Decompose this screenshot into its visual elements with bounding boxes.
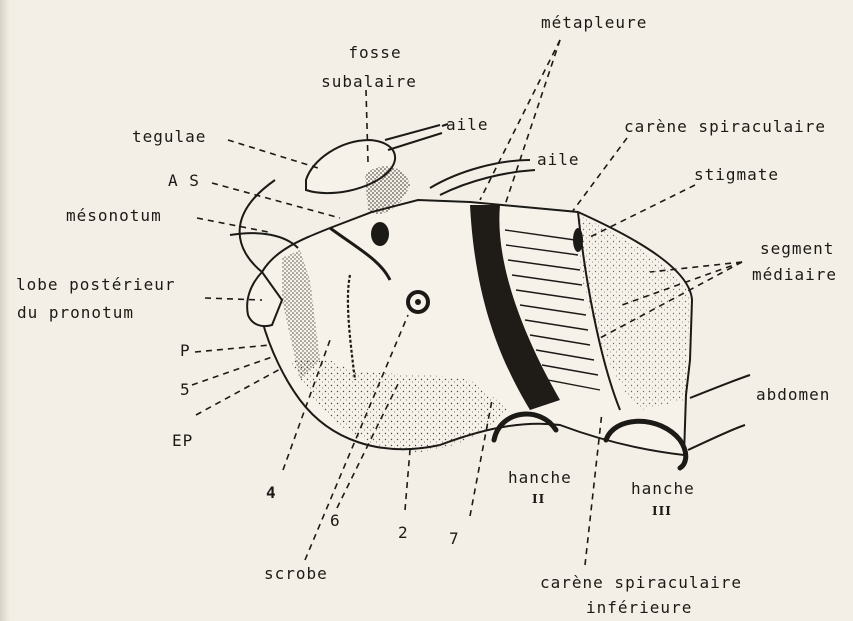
label-aile-2: aile [537, 151, 580, 169]
label-2: 2 [398, 524, 409, 542]
label-roman-ii: II [532, 490, 545, 508]
label-tegulae: tegulae [132, 128, 206, 146]
label-subalaire: subalaire [310, 73, 428, 91]
label-aile-1: aile [446, 116, 489, 134]
label-mediaire: médiaire [752, 266, 837, 284]
label-mesonotum: mésonotum [66, 207, 162, 225]
label-segment: segment [760, 240, 834, 258]
label-lobe-posterieur: lobe postérieur [16, 276, 176, 294]
label-carene-inferieure-2: inférieure [586, 599, 692, 617]
label-hanche-ii: hanche [508, 469, 572, 487]
label-hanche-iii: hanche [631, 480, 695, 498]
label-roman-iii: III [652, 502, 672, 520]
label-abdomen: abdomen [756, 386, 830, 404]
label-metapleure: métapleure [541, 14, 647, 32]
label-4: 4 [266, 484, 277, 502]
label-as: A S [168, 172, 200, 190]
label-ep: EP [172, 432, 193, 450]
label-scrobe: scrobe [264, 565, 328, 583]
label-du-pronotum: du pronotum [17, 304, 134, 322]
label-5: 5 [180, 381, 191, 399]
label-6: 6 [330, 512, 341, 530]
label-carene-spiraculaire: carène spiraculaire [624, 118, 826, 136]
label-7: 7 [449, 530, 460, 548]
label-stigmate: stigmate [694, 166, 779, 184]
spiracle-dark [371, 222, 389, 246]
abdomen-stub [688, 375, 750, 450]
label-carene-inferieure-1: carène spiraculaire [540, 574, 742, 592]
label-p: P [180, 342, 191, 360]
label-fosse: fosse [320, 44, 430, 62]
stigmate-mark [573, 228, 583, 252]
